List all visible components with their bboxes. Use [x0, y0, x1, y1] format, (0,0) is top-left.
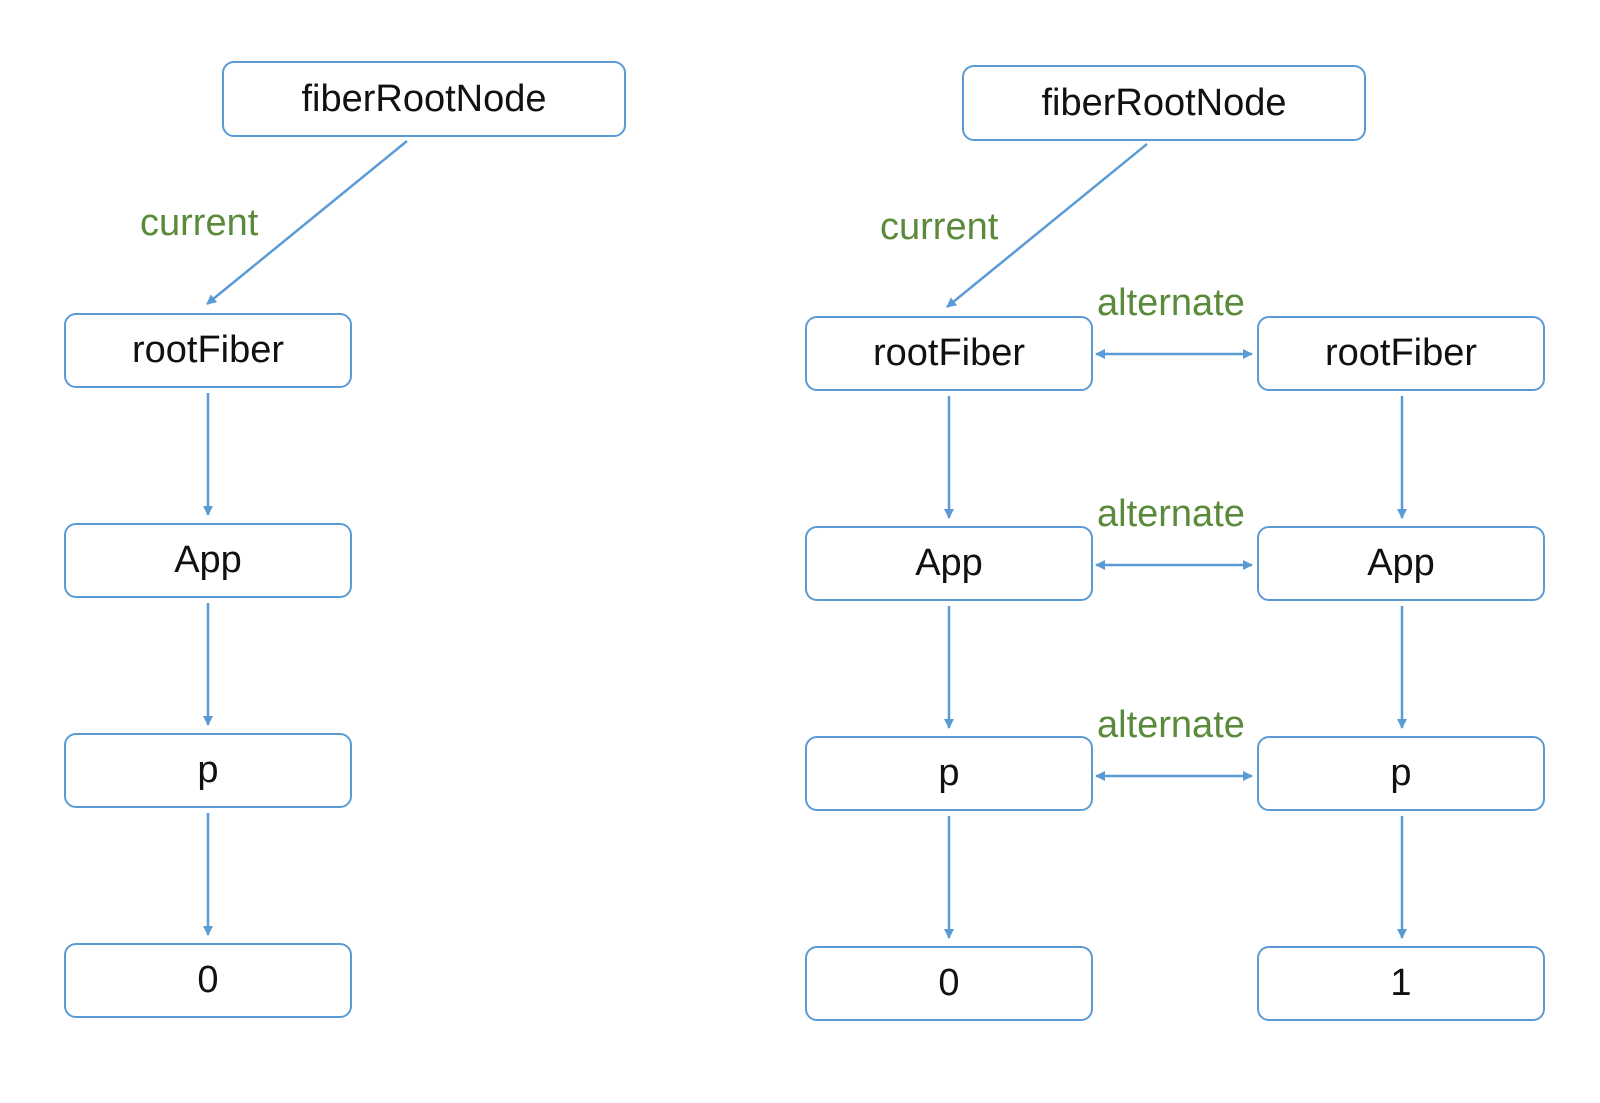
- alternate-label-p: alternate: [1097, 704, 1245, 746]
- right-current-edge: [946, 143, 1148, 308]
- right-current-node-p: p: [805, 736, 1093, 811]
- right-fiber-root-node: fiberRootNode: [962, 65, 1366, 141]
- alternate-label-app: alternate: [1097, 493, 1245, 535]
- right-alternate-node-p: p: [1257, 736, 1545, 811]
- right-alternate-node-1: 1: [1257, 946, 1545, 1021]
- left-node-app: App: [64, 523, 352, 598]
- left-node-0: 0: [64, 943, 352, 1018]
- right-alternate-node-app: App: [1257, 526, 1545, 601]
- right-current-node-0: 0: [805, 946, 1093, 1021]
- left-current-edge: [206, 140, 408, 305]
- right-current-node-app: App: [805, 526, 1093, 601]
- right-alternate-node-rootfiber: rootFiber: [1257, 316, 1545, 391]
- left-current-label: current: [140, 202, 259, 244]
- alternate-label-rootfiber: alternate: [1097, 282, 1245, 324]
- right-current-label: current: [880, 206, 999, 248]
- left-node-rootfiber: rootFiber: [64, 313, 352, 388]
- left-node-p: p: [64, 733, 352, 808]
- right-current-node-rootfiber: rootFiber: [805, 316, 1093, 391]
- left-fiber-root-node: fiberRootNode: [222, 61, 626, 137]
